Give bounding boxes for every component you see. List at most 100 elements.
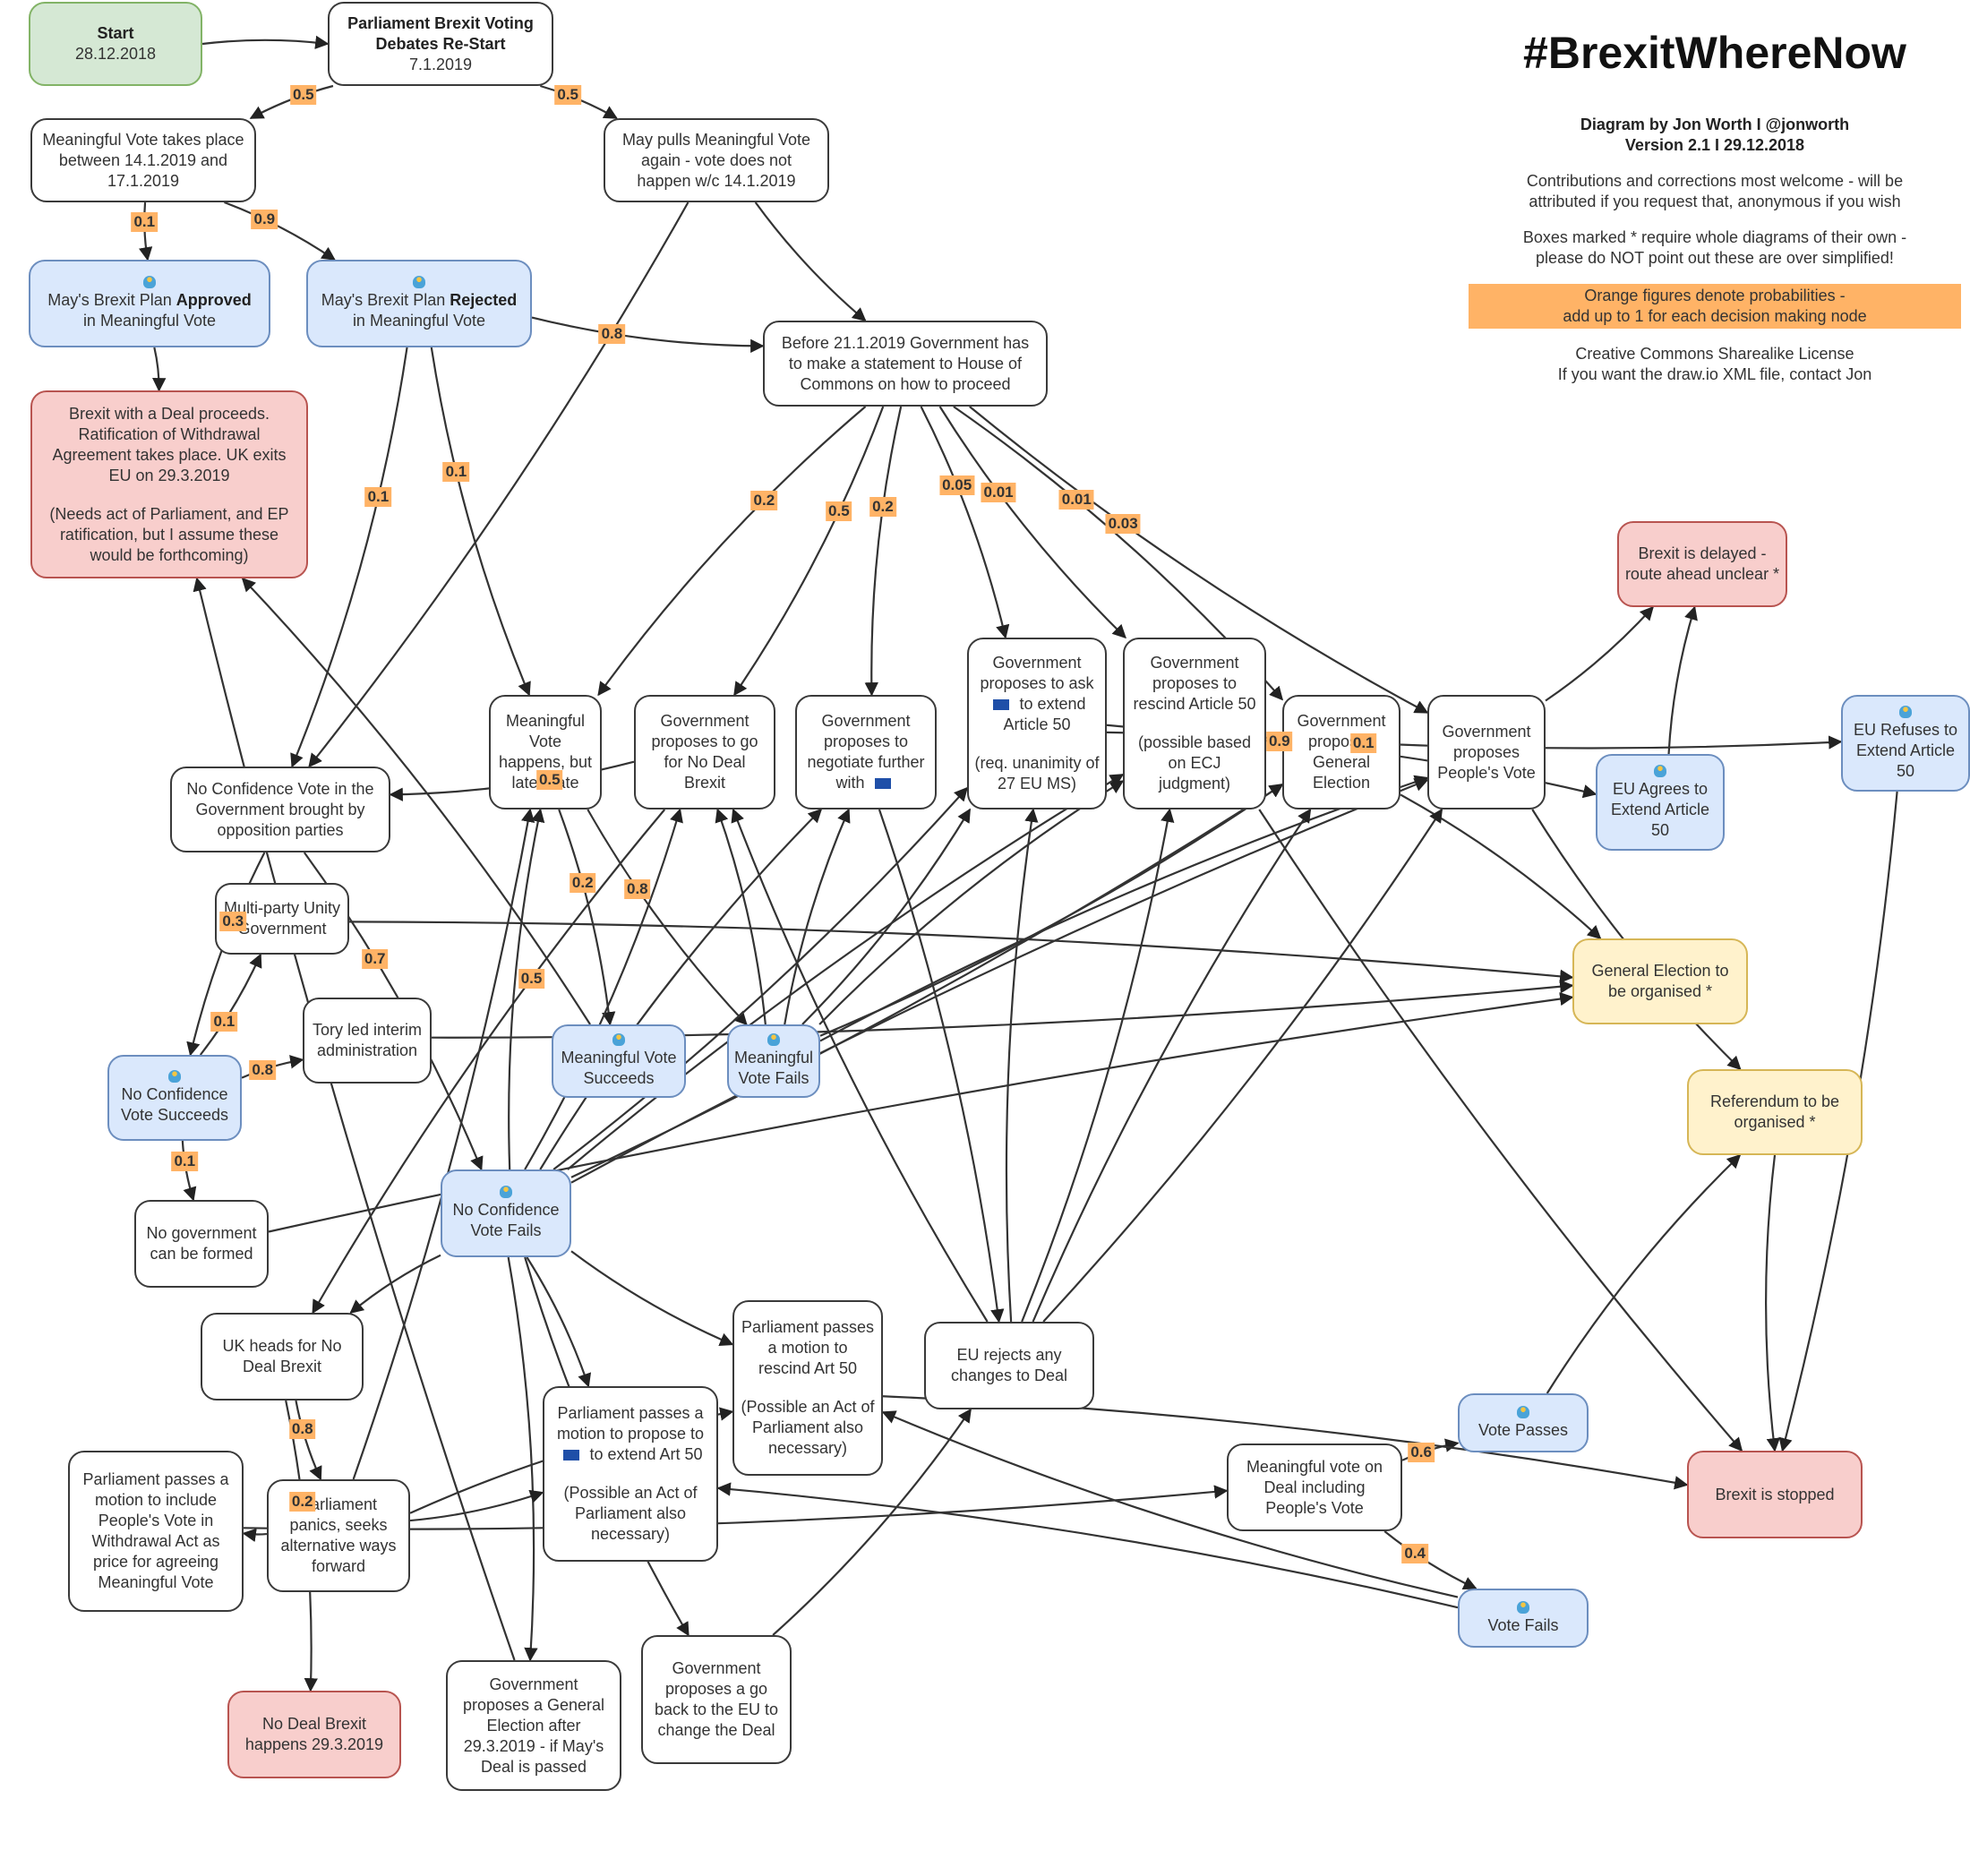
eu-flag-icon bbox=[874, 778, 891, 790]
node-text-line: Parliament passes a bbox=[557, 1404, 704, 1422]
node-text-line: proposes bbox=[1452, 742, 1520, 761]
edge-vote_passes-to-ref_org bbox=[1546, 1153, 1742, 1394]
ballot-box-icon bbox=[1517, 1405, 1529, 1418]
probability-label: 0.1 bbox=[364, 487, 392, 508]
node-text-line: Parliament Brexit Voting bbox=[347, 13, 534, 34]
node-brexit-delayed[interactable]: Brexit is delayed -route ahead unclear * bbox=[1617, 521, 1787, 607]
node-text-line: happen w/c 14.1.2019 bbox=[637, 171, 796, 190]
node-text-line: No Confidence Vote in the bbox=[186, 779, 374, 798]
probability-label: 0.7 bbox=[361, 948, 389, 969]
probability-label: 0.5 bbox=[554, 85, 582, 106]
edge-mv_fails-to-gov_no_deal bbox=[715, 808, 767, 1025]
ballot-box-icon bbox=[1654, 764, 1666, 777]
node-eu-rejects-changes[interactable]: EU rejects any changes to Deal bbox=[924, 1322, 1094, 1409]
probability-label: 0.1 bbox=[1349, 732, 1377, 753]
node-vote-fails[interactable]: Vote Fails bbox=[1458, 1589, 1589, 1648]
node-text-line: changes to Deal bbox=[950, 1366, 1068, 1384]
node-text-line: Government bbox=[1150, 654, 1239, 672]
node-text-line: Before 21.1.2019 Government has bbox=[781, 333, 1030, 352]
node-text-line: No government bbox=[146, 1224, 257, 1242]
probability-label: 0.01 bbox=[981, 482, 1016, 502]
node-text-line: Commons on how to proceed bbox=[800, 374, 1011, 393]
edge-rejected-to-statement bbox=[531, 316, 765, 354]
node-text-line: Vote Fails bbox=[470, 1221, 542, 1239]
node-vote-passes[interactable]: Vote Passes bbox=[1458, 1393, 1589, 1452]
node-text-line: Tory led interim bbox=[312, 1021, 423, 1039]
probability-label: 0.8 bbox=[249, 1059, 277, 1080]
node-text-line: Vote Succeeds bbox=[120, 1106, 229, 1124]
node-text-line: for No Deal bbox=[664, 753, 746, 771]
node-text-line: on ECJ bbox=[1168, 754, 1221, 772]
edge-statement-to-gov_no_deal bbox=[733, 406, 885, 697]
node-text-line: Vote bbox=[528, 732, 562, 750]
node-text-line: Succeeds bbox=[583, 1069, 655, 1087]
ballot-box-icon bbox=[168, 1070, 181, 1083]
ballot-box-icon bbox=[1517, 1600, 1529, 1614]
node-text-line: Vote Fails bbox=[1487, 1615, 1559, 1634]
edge-eu_rejects-to-gov_pv bbox=[1042, 808, 1443, 1323]
probability-legend: Orange figures denote probabilities - ad… bbox=[1469, 284, 1961, 329]
node-brexit-stopped[interactable]: Brexit is stopped bbox=[1687, 1451, 1863, 1538]
node-text-line: proposes to go bbox=[651, 732, 758, 750]
node-text-line: Meaningful vote on bbox=[1246, 1457, 1383, 1476]
diagram-title: #BrexitWhereNow bbox=[1523, 28, 1906, 78]
node-text-line: EU rejects any bbox=[956, 1346, 1062, 1364]
edge-nc_fails-to-gov_pv bbox=[570, 778, 1429, 1184]
node-text-line: 27 EU MS) bbox=[997, 775, 1077, 792]
node-text-line: necessary) bbox=[590, 1525, 671, 1543]
probability-label: 0.2 bbox=[288, 1491, 316, 1512]
edge-start-to-restart bbox=[201, 35, 330, 49]
node-text-line: UK heads for No bbox=[222, 1337, 342, 1355]
edge-rejected-to-no_conf bbox=[290, 347, 408, 768]
node-text-line: May's Brexit Plan Rejected bbox=[321, 291, 518, 309]
node-text-line: ratification, but I assume these bbox=[59, 525, 279, 544]
probability-label: 0.5 bbox=[535, 769, 563, 790]
node-text-line: Brexit is delayed - bbox=[1638, 544, 1767, 562]
node-text-line: People's Vote bbox=[1437, 763, 1536, 782]
node-text-line: No Confidence bbox=[121, 1085, 228, 1103]
node-text-line: Government bbox=[489, 1675, 578, 1693]
header-block: #BrexitWhereNow Diagram by Jon Worth I @… bbox=[1469, 27, 1961, 400]
node-text-line: EU Refuses to bbox=[1853, 720, 1958, 739]
node-text-line: organised * bbox=[1734, 1113, 1816, 1131]
node-text-line: (req. unanimity of bbox=[974, 754, 1100, 772]
boxes-note: Boxes marked * require whole diagrams of… bbox=[1522, 228, 1907, 267]
edge-nc_fails-to-gov_rescind bbox=[567, 773, 1125, 1170]
node-brexit-with-deal[interactable]: Brexit with a Deal proceeds.Ratification… bbox=[30, 390, 308, 578]
node-text-line: (possible based bbox=[1137, 733, 1252, 751]
